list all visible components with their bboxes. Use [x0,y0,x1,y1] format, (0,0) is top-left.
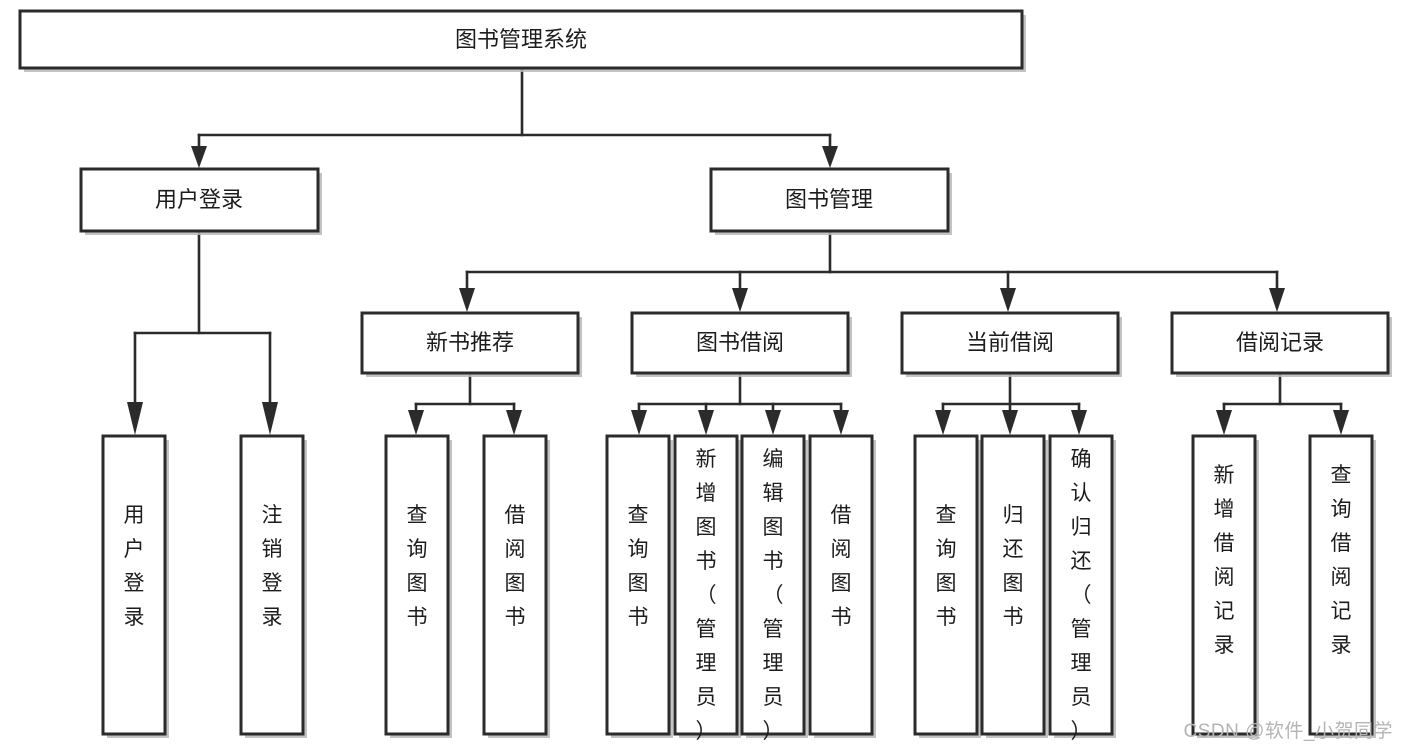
arrow-leaf-return-book [1002,410,1018,435]
node-leaf-user-logout-label: 注销登录 [262,504,283,629]
arrow-leaf-add-book [698,410,714,435]
node-leaf-query-book-2[interactable]: 查询图书 [605,434,673,738]
node-leaf-borrow-book-1-label: 借阅图书 [505,504,526,629]
arrow-book-management [822,146,838,168]
arrow-borrow-record [1269,288,1285,312]
node-leaf-query-book-1[interactable]: 查询图书 [384,434,452,738]
node-borrow-record-label: 借阅记录 [1236,330,1324,355]
node-leaf-edit-book-label: 编辑图书（管理员） [763,448,784,743]
node-leaf-return-book[interactable]: 归还图书 [980,434,1048,738]
node-leaf-confirm-return[interactable]: 确认归还（管理员） [1048,434,1116,743]
node-leaf-borrow-book-2-label: 借阅图书 [831,504,852,629]
node-book-management[interactable]: 图书管理 [709,167,952,235]
node-leaf-user-login[interactable]: 用户登录 [101,434,169,738]
node-leaf-query-book-3[interactable]: 查询图书 [913,434,981,738]
arrow-current-borrow [1000,288,1016,312]
node-user-login-label: 用户登录 [155,187,243,212]
node-book-borrow-label: 图书借阅 [696,330,784,355]
node-borrow-record[interactable]: 借阅记录 [1170,311,1392,377]
node-leaf-borrow-book-1[interactable]: 借阅图书 [482,434,550,738]
edges-layer [127,68,1349,435]
node-leaf-confirm-return-label: 确认归还（管理员） [1071,448,1092,743]
node-leaf-add-book-label: 新增图书（管理员） [696,448,717,743]
arrow-leaf-user-logout [262,402,278,435]
csdn-watermark: CSDN @软件_小贺同学 [1183,721,1393,742]
node-current-borrow-label: 当前借阅 [966,330,1054,355]
node-leaf-query-borrow-record-label: 查询借阅记录 [1331,464,1352,657]
node-leaf-query-borrow-record[interactable]: 查询借阅记录 [1308,434,1376,738]
node-current-borrow[interactable]: 当前借阅 [900,311,1122,377]
node-book-management-label: 图书管理 [785,187,873,212]
arrow-leaf-add-borrow-record [1216,410,1232,435]
node-leaf-query-book-3-label: 查询图书 [936,504,957,629]
node-leaf-return-book-label: 归还图书 [1003,504,1024,629]
node-leaf-query-book-2-label: 查询图书 [628,504,649,629]
arrow-leaf-confirm-return [1071,410,1087,435]
node-new-book-recommend[interactable]: 新书推荐 [360,311,582,377]
node-leaf-borrow-book-2[interactable]: 借阅图书 [808,434,876,738]
node-leaf-add-borrow-record-label: 新增借阅记录 [1214,464,1235,657]
node-leaf-user-login-label: 用户登录 [124,504,145,629]
arrow-leaf-query-book-1 [408,410,424,435]
arrow-leaf-user-login [127,402,143,435]
arrow-user-login [191,146,207,168]
arrow-leaf-query-borrow-record [1333,410,1349,435]
node-leaf-query-book-1-label: 查询图书 [407,504,428,629]
node-leaf-add-book[interactable]: 新增图书（管理员） [673,434,741,743]
node-leaf-user-logout[interactable]: 注销登录 [239,434,307,738]
node-book-borrow[interactable]: 图书借阅 [630,311,852,377]
node-leaf-add-borrow-record[interactable]: 新增借阅记录 [1191,434,1259,738]
arrow-leaf-borrow-book-1 [506,410,522,435]
node-root[interactable]: 图书管理系统 [18,9,1026,72]
arrow-book-borrow [732,288,748,312]
arrow-leaf-query-book-2 [631,410,647,435]
node-leaf-edit-book[interactable]: 编辑图书（管理员） [740,434,808,743]
arrow-new-book-recommend [459,288,475,312]
node-new-book-recommend-label: 新书推荐 [426,330,514,355]
arrow-leaf-edit-book [765,410,781,435]
node-root-label: 图书管理系统 [455,27,587,52]
node-user-login[interactable]: 用户登录 [79,167,322,235]
arrow-leaf-query-book-3 [935,410,951,435]
arrow-leaf-borrow-book-2 [833,410,849,435]
